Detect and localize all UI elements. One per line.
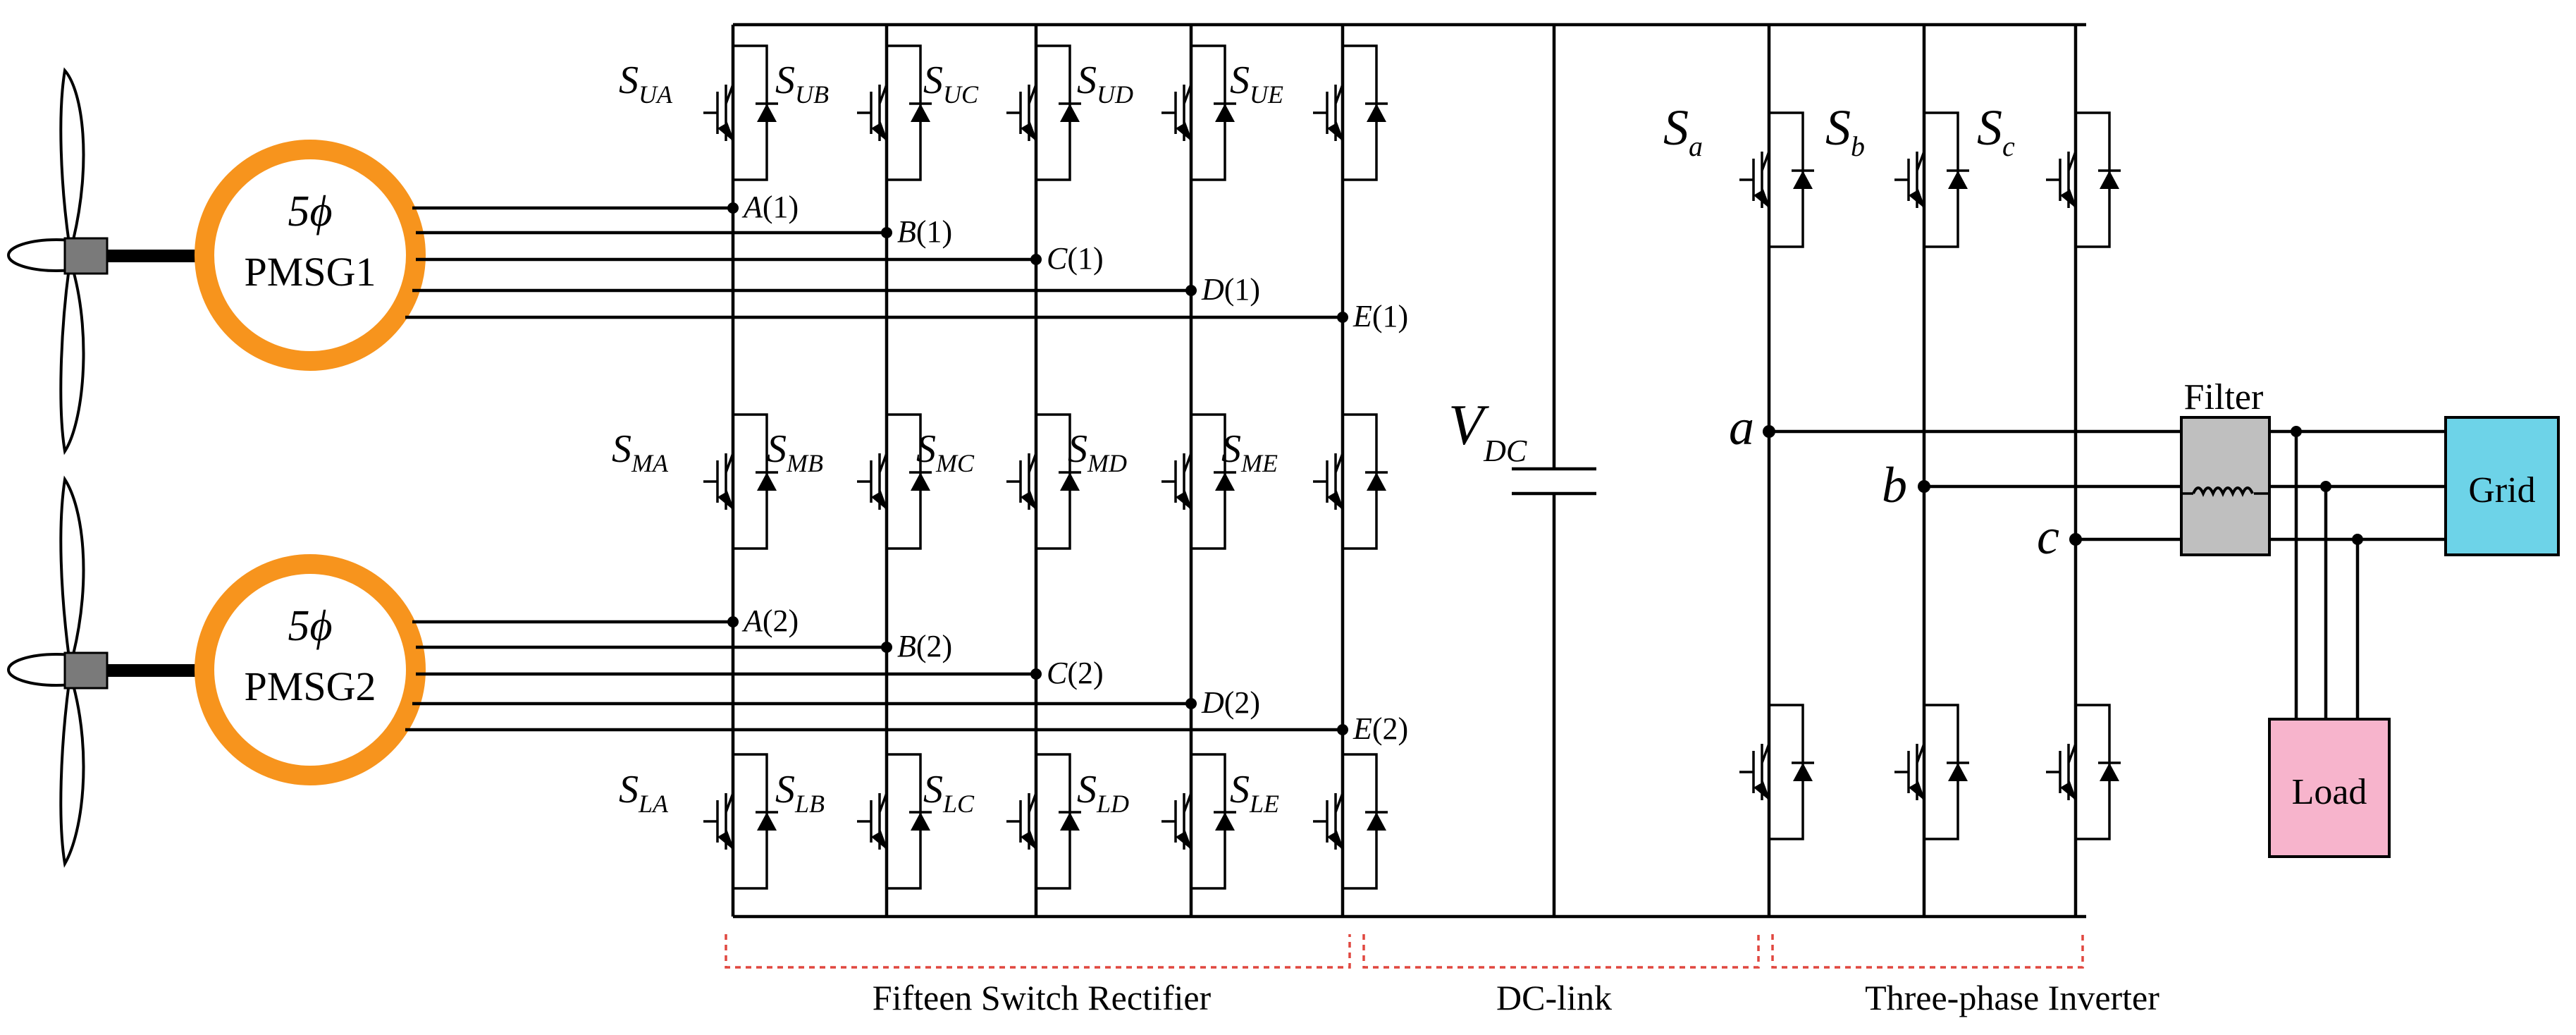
switch-label: Sb bbox=[1825, 99, 1865, 162]
generator-pmsg1: 5ϕ PMSG1 bbox=[195, 140, 426, 371]
switch-label: SUA bbox=[619, 59, 673, 109]
switch-label: SUD bbox=[1077, 59, 1133, 109]
load-box: Load bbox=[2268, 718, 2391, 858]
phase-symbol: 5ϕ bbox=[288, 602, 332, 650]
node-label: D(1) bbox=[1201, 272, 1260, 307]
inverter-switch-labels: Sa Sb Sc bbox=[1663, 99, 2015, 162]
switch-s-md bbox=[1160, 396, 1238, 568]
phase-lines-gen1 bbox=[405, 206, 1343, 319]
wind-turbine-1 bbox=[7, 67, 199, 455]
grid-label: Grid bbox=[2468, 470, 2535, 510]
lower-switch-row bbox=[702, 735, 1389, 907]
switch-s-ud bbox=[1160, 27, 1238, 199]
upper-switch-labels: SUA SUB SUC SUD SUE bbox=[619, 59, 1283, 109]
switch-label: Sc bbox=[1977, 99, 2015, 162]
switch-label: SME bbox=[1221, 427, 1278, 477]
switch-label: SUC bbox=[923, 59, 979, 109]
switch-label: SMC bbox=[916, 427, 975, 477]
switch-s-le bbox=[1312, 735, 1389, 907]
nodes-gen1: A(1) B(1) C(1) D(1) E(1) bbox=[727, 190, 1408, 333]
switch-label: SLD bbox=[1077, 768, 1129, 818]
switch-label: SLC bbox=[923, 768, 975, 818]
node-label: A(1) bbox=[741, 190, 799, 224]
generator-pmsg2: 5ϕ PMSG2 bbox=[195, 554, 426, 785]
switch-lower-b bbox=[1893, 686, 1971, 858]
node-label: E(1) bbox=[1352, 299, 1408, 333]
middle-switch-labels: SMA SMB SMC SMD SME bbox=[612, 427, 1278, 477]
stator-ring bbox=[195, 554, 426, 785]
filter-label: Filter bbox=[2184, 377, 2264, 417]
stator-ring bbox=[195, 140, 426, 371]
generator-name: PMSG1 bbox=[245, 249, 376, 295]
switch-s-c bbox=[2045, 94, 2122, 266]
switch-s-b bbox=[1893, 94, 1971, 266]
nodes-gen2: A(2) B(2) C(2) D(2) E(2) bbox=[727, 604, 1408, 746]
switch-lower-a bbox=[1738, 686, 1816, 858]
switch-s-ub bbox=[856, 27, 933, 199]
phase-label-b: b bbox=[1882, 457, 1907, 513]
inverter-phase-outputs: a b c bbox=[1729, 399, 2181, 565]
node-label: B(2) bbox=[897, 629, 952, 663]
switch-s-mb bbox=[856, 396, 933, 568]
caption-inverter: Three-phase Inverter bbox=[1865, 978, 2159, 1017]
switch-label: SUE bbox=[1230, 59, 1283, 109]
switch-label: SMD bbox=[1068, 427, 1127, 477]
switch-label: SLA bbox=[619, 768, 669, 818]
switch-s-lb bbox=[856, 735, 933, 907]
switch-label: SMB bbox=[767, 427, 823, 477]
rectifier-legs bbox=[731, 25, 1345, 917]
switch-s-mc bbox=[1005, 396, 1083, 568]
filter: Filter bbox=[2180, 377, 2271, 556]
node-label: B(1) bbox=[897, 214, 952, 249]
node-label: C(1) bbox=[1047, 241, 1104, 276]
switch-label: SUB bbox=[775, 59, 829, 109]
node-label: A(2) bbox=[741, 604, 799, 638]
lower-switch-labels: SLA SLB SLC SLD SLE bbox=[619, 768, 1279, 818]
wind-turbine-2 bbox=[7, 475, 199, 868]
inductor-icon bbox=[2192, 486, 2254, 497]
switch-s-me bbox=[1312, 396, 1389, 568]
switch-s-la bbox=[702, 735, 779, 907]
switch-s-ua bbox=[702, 27, 779, 199]
grid-connection bbox=[2269, 426, 2446, 719]
caption-dc-link: DC-link bbox=[1496, 978, 1612, 1017]
phase-lines-gen2 bbox=[405, 620, 1343, 732]
switch-s-a bbox=[1738, 94, 1816, 266]
vdc-label: VDC bbox=[1448, 393, 1527, 468]
switch-s-ue bbox=[1312, 27, 1389, 199]
node-label: D(2) bbox=[1201, 685, 1260, 720]
switch-s-ld bbox=[1160, 735, 1238, 907]
switch-label: Sa bbox=[1663, 99, 1703, 162]
node-label: C(2) bbox=[1047, 656, 1104, 690]
middle-switch-row bbox=[702, 396, 1389, 568]
generator-name: PMSG2 bbox=[245, 663, 376, 709]
switch-s-uc bbox=[1005, 27, 1083, 199]
node-label: E(2) bbox=[1352, 711, 1408, 746]
switch-label: SLE bbox=[1230, 768, 1279, 818]
dc-link-capacitor: VDC bbox=[1448, 25, 1596, 917]
phase-symbol: 5ϕ bbox=[288, 188, 332, 235]
filter-box bbox=[2180, 416, 2271, 556]
phase-label-c: c bbox=[2037, 508, 2059, 565]
switch-s-lc bbox=[1005, 735, 1083, 907]
phase-label-a: a bbox=[1729, 399, 1754, 455]
inverter-legs bbox=[1767, 25, 2078, 917]
switch-label: SLB bbox=[775, 768, 825, 818]
inverter-upper-switches bbox=[1738, 94, 2122, 266]
caption-rectifier: Fifteen Switch Rectifier bbox=[873, 978, 1212, 1017]
inverter-lower-switches bbox=[1738, 686, 2122, 858]
grid-box: Grid bbox=[2444, 416, 2560, 556]
section-brackets bbox=[725, 934, 2084, 969]
rectifier-bus bbox=[733, 23, 2086, 919]
switch-label: SMA bbox=[612, 427, 669, 477]
load-label: Load bbox=[2292, 772, 2367, 812]
switch-s-ma bbox=[702, 396, 779, 568]
switch-lower-c bbox=[2045, 686, 2122, 858]
upper-switch-row bbox=[702, 27, 1389, 199]
